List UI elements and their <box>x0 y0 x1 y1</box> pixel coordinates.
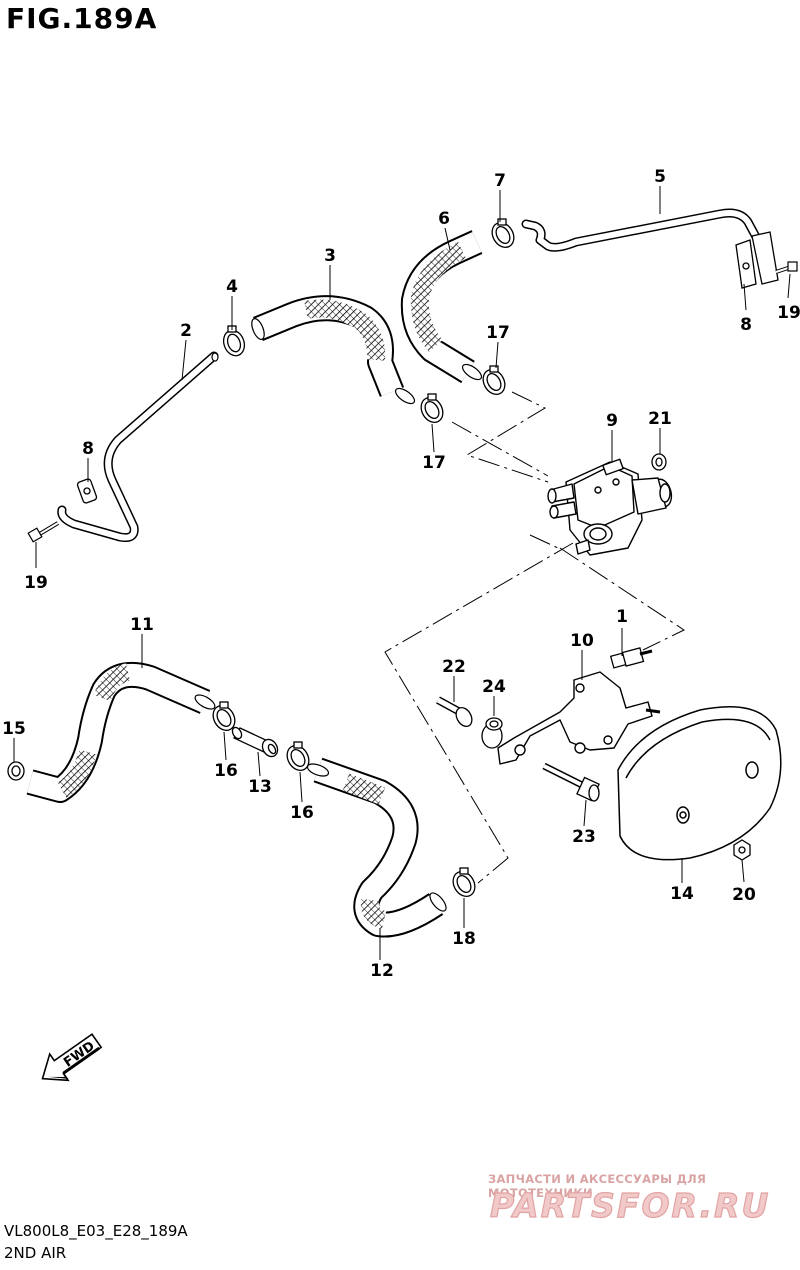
hose-clamp-18 <box>452 867 476 897</box>
bolt-23 <box>542 762 600 802</box>
callout-10: 10 <box>570 631 594 651</box>
hose-clamp-16a <box>212 701 236 731</box>
hose-clamp-16b <box>286 741 310 771</box>
callout-17-bottom: 17 <box>422 453 446 473</box>
callout-19-left: 19 <box>24 573 48 593</box>
callout-16-right: 16 <box>290 803 314 823</box>
air-cleaner-cover <box>617 706 782 861</box>
callout-24: 24 <box>482 677 506 697</box>
hose-lower-12 <box>306 757 447 938</box>
hose-clamp-17a <box>482 365 506 395</box>
pipe-bracket-right <box>735 231 779 289</box>
hose-clamp-4 <box>222 325 246 357</box>
callout-3: 3 <box>324 246 336 266</box>
figure-subtitle: 2ND AIR <box>4 1244 67 1262</box>
pipe-bracket-left <box>76 478 98 504</box>
hose-upper-middle <box>251 295 416 405</box>
hose-lower-11 <box>26 662 216 803</box>
callout-21: 21 <box>648 409 672 429</box>
callout-15: 15 <box>2 719 26 739</box>
callout-19-right: 19 <box>777 303 800 323</box>
nut-20 <box>733 839 751 861</box>
hose-clamp-7 <box>491 218 515 248</box>
callout-8-right: 8 <box>740 315 752 335</box>
pin-22 <box>436 696 473 727</box>
watermark-brand: PARTSFOR.RU <box>489 1185 771 1225</box>
callout-18: 18 <box>452 929 476 949</box>
callout-14: 14 <box>670 884 694 904</box>
figure-title: FIG.189A <box>6 2 158 35</box>
sensor-1 <box>609 647 653 669</box>
joint-13 <box>231 726 279 758</box>
figure-code: VL800L8_E03_E28_189A <box>4 1222 188 1240</box>
hose-clamp-17b <box>420 393 444 423</box>
watermark-tagline: ЗАПЧАСТИ И АКСЕССУАРЫ ДЛЯ МОТОТЕХНИКИ <box>488 1172 707 1200</box>
callout-9: 9 <box>606 411 618 431</box>
pair-control-valve <box>547 458 673 556</box>
callout-11: 11 <box>130 615 154 635</box>
bolt-left <box>27 521 60 543</box>
callout-labels: 1 2 3 4 5 6 7 8 8 9 10 11 12 13 14 15 16… <box>2 167 800 981</box>
callout-12: 12 <box>370 961 394 981</box>
fwd-arrow-icon: FWD <box>41 1033 103 1082</box>
callout-8-left: 8 <box>82 439 94 459</box>
callout-22: 22 <box>442 657 466 677</box>
callout-5: 5 <box>654 167 666 187</box>
callout-20: 20 <box>732 885 756 905</box>
callout-7: 7 <box>494 171 506 191</box>
callout-6: 6 <box>438 209 450 229</box>
callout-1: 1 <box>616 607 628 627</box>
grommet-24 <box>481 717 503 749</box>
callout-4: 4 <box>226 277 238 297</box>
callout-2: 2 <box>180 321 192 341</box>
assembly-guide-lines <box>384 391 686 884</box>
air-pipe-right <box>521 208 767 253</box>
clip-15 <box>7 761 25 781</box>
callout-23: 23 <box>572 827 596 847</box>
callout-13: 13 <box>248 777 272 797</box>
bracket-10 <box>497 671 661 765</box>
callout-16-left: 16 <box>214 761 238 781</box>
leader-lines <box>13 186 791 960</box>
washer-21 <box>651 453 667 471</box>
air-pipe-left <box>57 351 219 542</box>
callout-17-top: 17 <box>486 323 510 343</box>
bolt-right <box>775 261 798 274</box>
hose-upper-6 <box>400 230 483 384</box>
